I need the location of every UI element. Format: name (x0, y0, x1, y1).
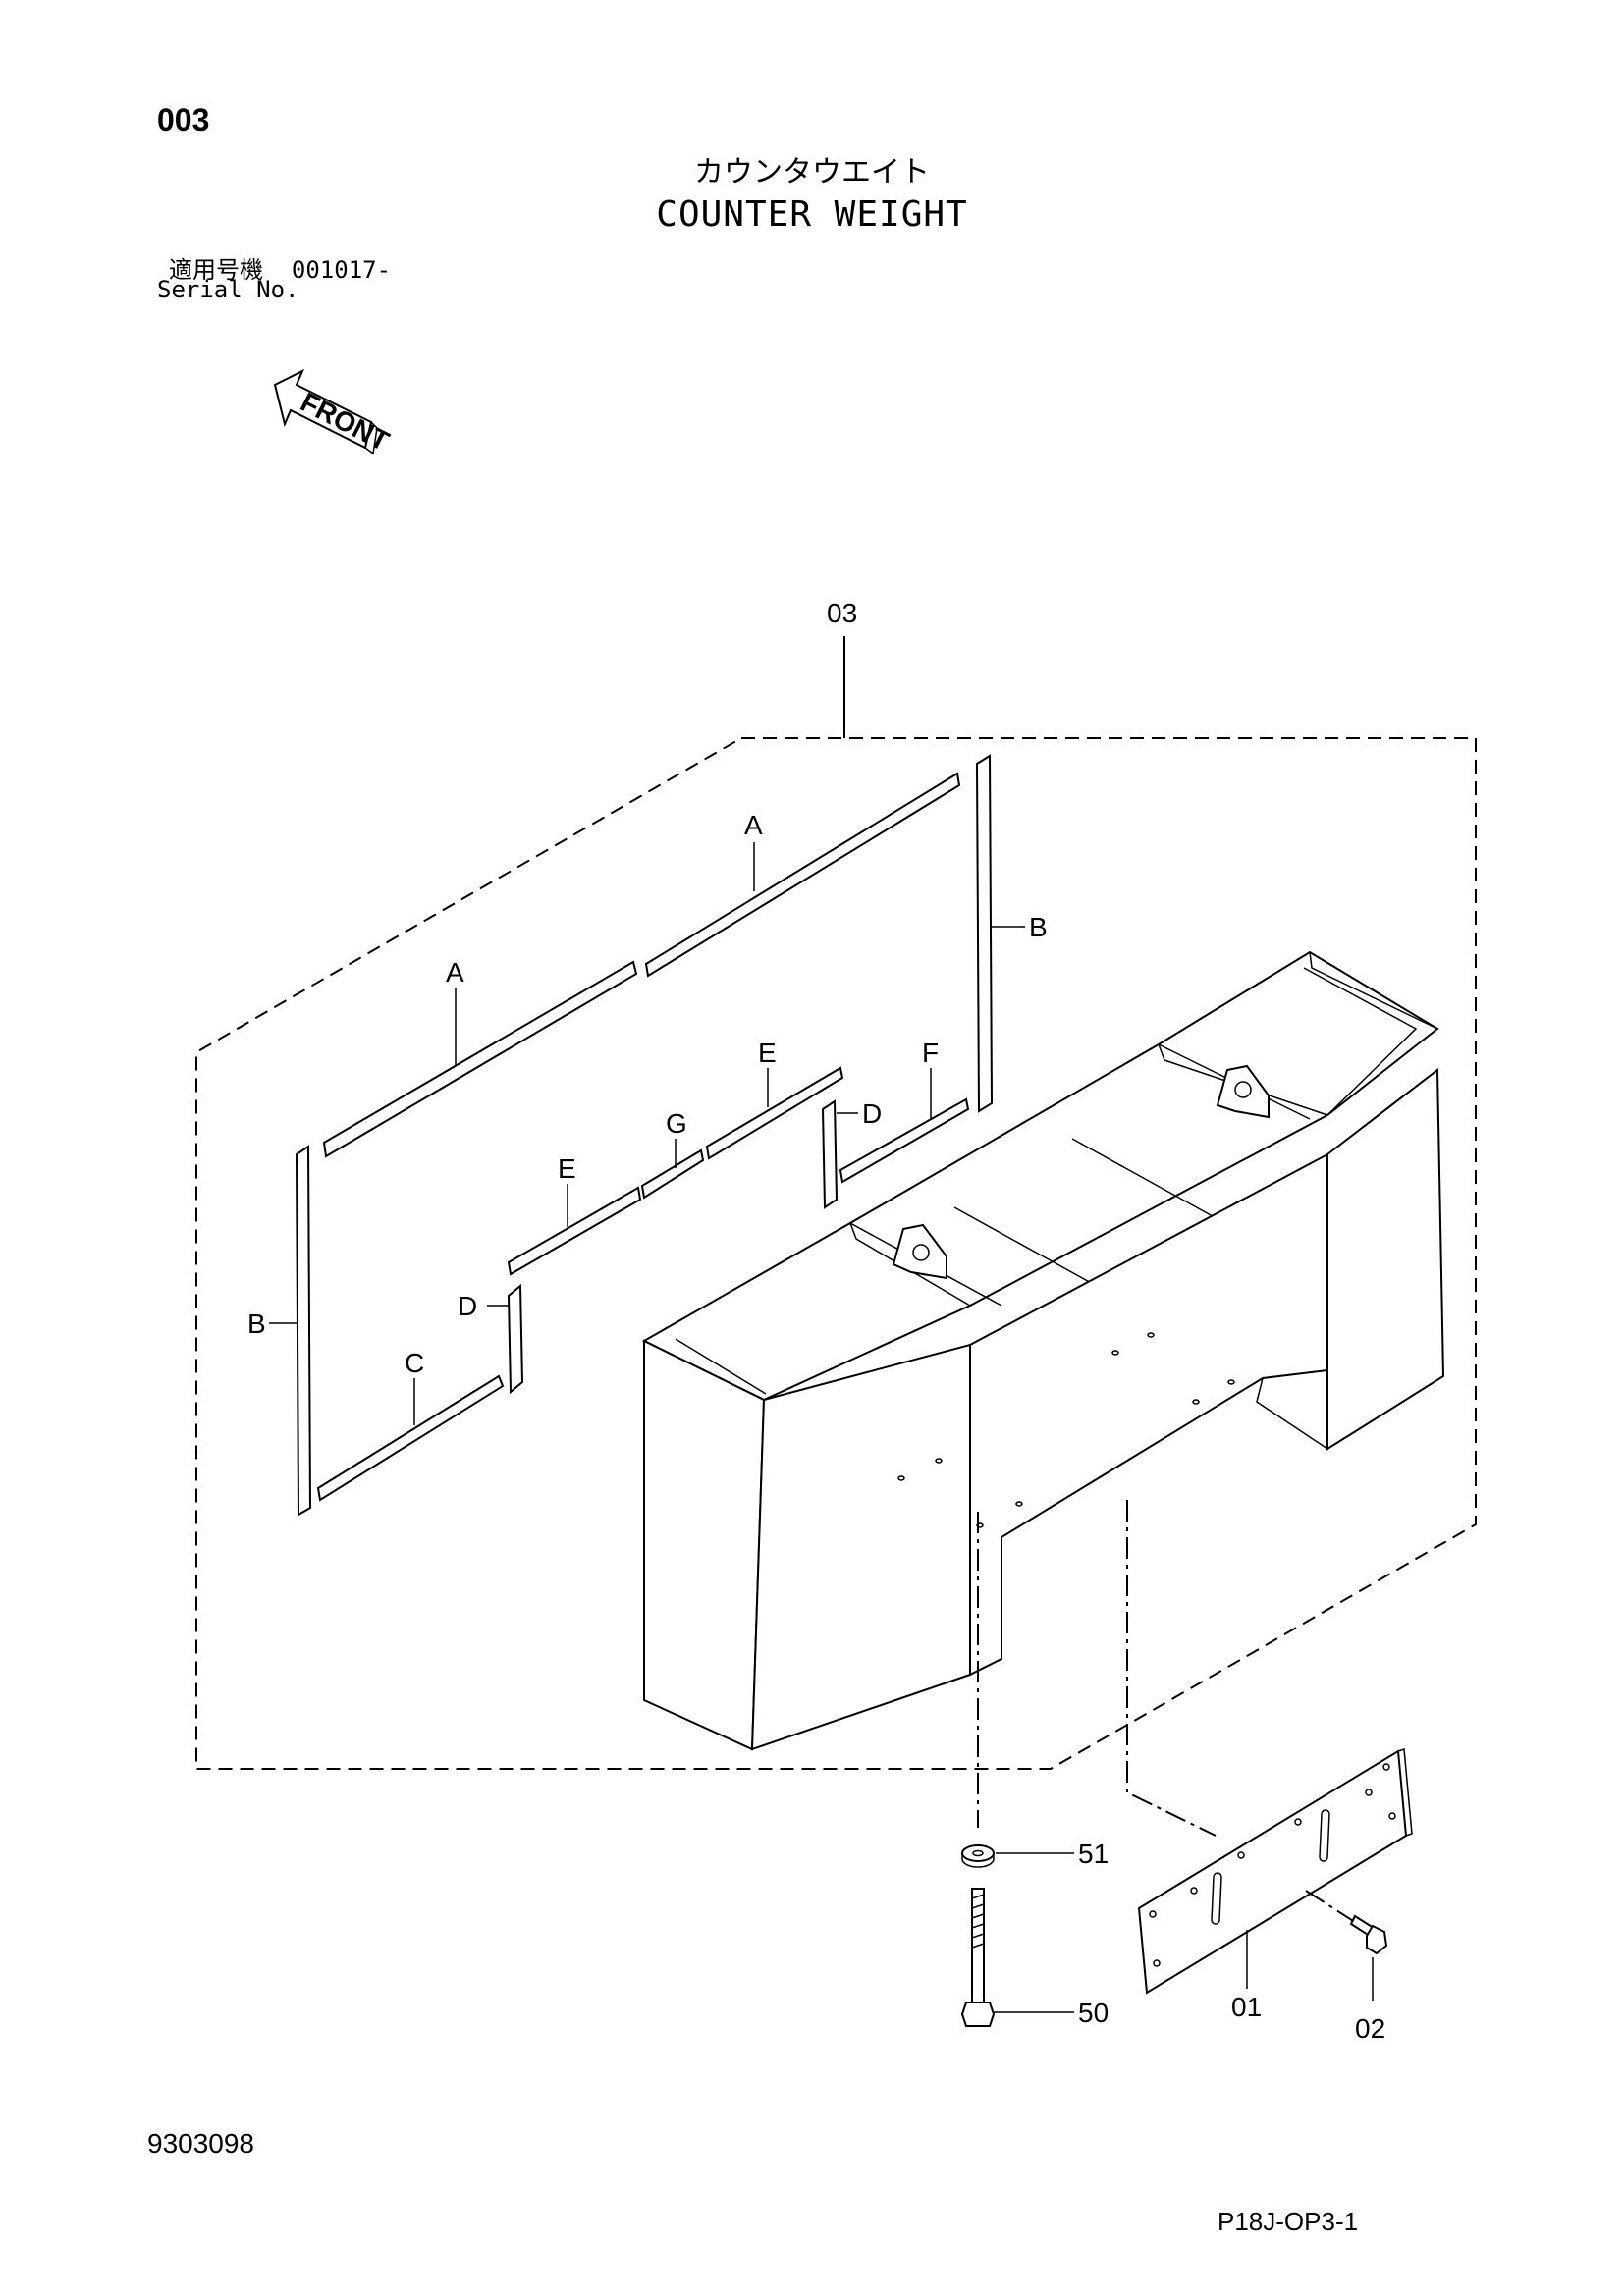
callout-c: C (405, 1348, 424, 1378)
seal-strip-a-lower (322, 960, 638, 1158)
document-number: 9303098 (147, 2128, 255, 2159)
seal-strip-g (640, 1148, 705, 1200)
front-arrow-icon: FRONT (273, 368, 394, 456)
callout-e-right: E (758, 1038, 777, 1068)
callout-a-upper: A (744, 810, 763, 840)
seal-strip-b-right (975, 754, 994, 1113)
seal-strip-b-left (295, 1145, 312, 1517)
bolt-part-50: 50 (960, 1888, 1109, 2028)
seal-strip-e-left (507, 1186, 642, 1276)
washer-part-51: 51 (961, 1839, 1109, 1869)
callout-02: 02 (1355, 2013, 1385, 2044)
callout-51: 51 (1078, 1839, 1109, 1869)
callout-f: F (922, 1038, 939, 1068)
seal-strip-c (316, 1374, 505, 1502)
seal-callouts: A A B B C D D E E F G (247, 810, 1048, 1425)
seal-strip-d-left (507, 1283, 524, 1395)
title-japanese: カウンタウエイト (694, 155, 930, 189)
counter-weight-body (641, 950, 1445, 1751)
page-code: 003 (157, 102, 210, 137)
callout-d-right: D (862, 1098, 882, 1129)
bolt-part-02: 02 (1305, 1890, 1388, 2044)
assembly-boundary (195, 737, 1477, 1770)
serial-range: 適用号機 001017- (169, 256, 392, 284)
seal-strips (295, 754, 994, 1517)
seal-strip-a-upper (644, 772, 961, 978)
callout-01: 01 (1231, 1992, 1262, 2022)
callout-a-lower: A (446, 957, 464, 988)
title-english: COUNTER WEIGHT (656, 194, 968, 235)
callout-d-left: D (458, 1291, 477, 1321)
callout-g: G (666, 1108, 687, 1139)
plate-alignment-line (1126, 1500, 1217, 1837)
callout-03: 03 (827, 598, 857, 628)
callout-e-left: E (558, 1153, 576, 1184)
serial-label: Serial No. (157, 276, 299, 303)
seal-strip-d-right (821, 1099, 839, 1209)
plate-part-01: 01 (1137, 1747, 1413, 2022)
callout-b-left: B (247, 1308, 266, 1339)
front-arrow-label: FRONT (296, 387, 394, 456)
seal-strip-e-right (705, 1066, 844, 1160)
callout-50: 50 (1078, 1998, 1109, 2028)
seal-strip-f (839, 1097, 970, 1184)
page-reference: P18J-OP3-1 (1218, 2207, 1359, 2236)
callout-b-right: B (1029, 912, 1048, 942)
